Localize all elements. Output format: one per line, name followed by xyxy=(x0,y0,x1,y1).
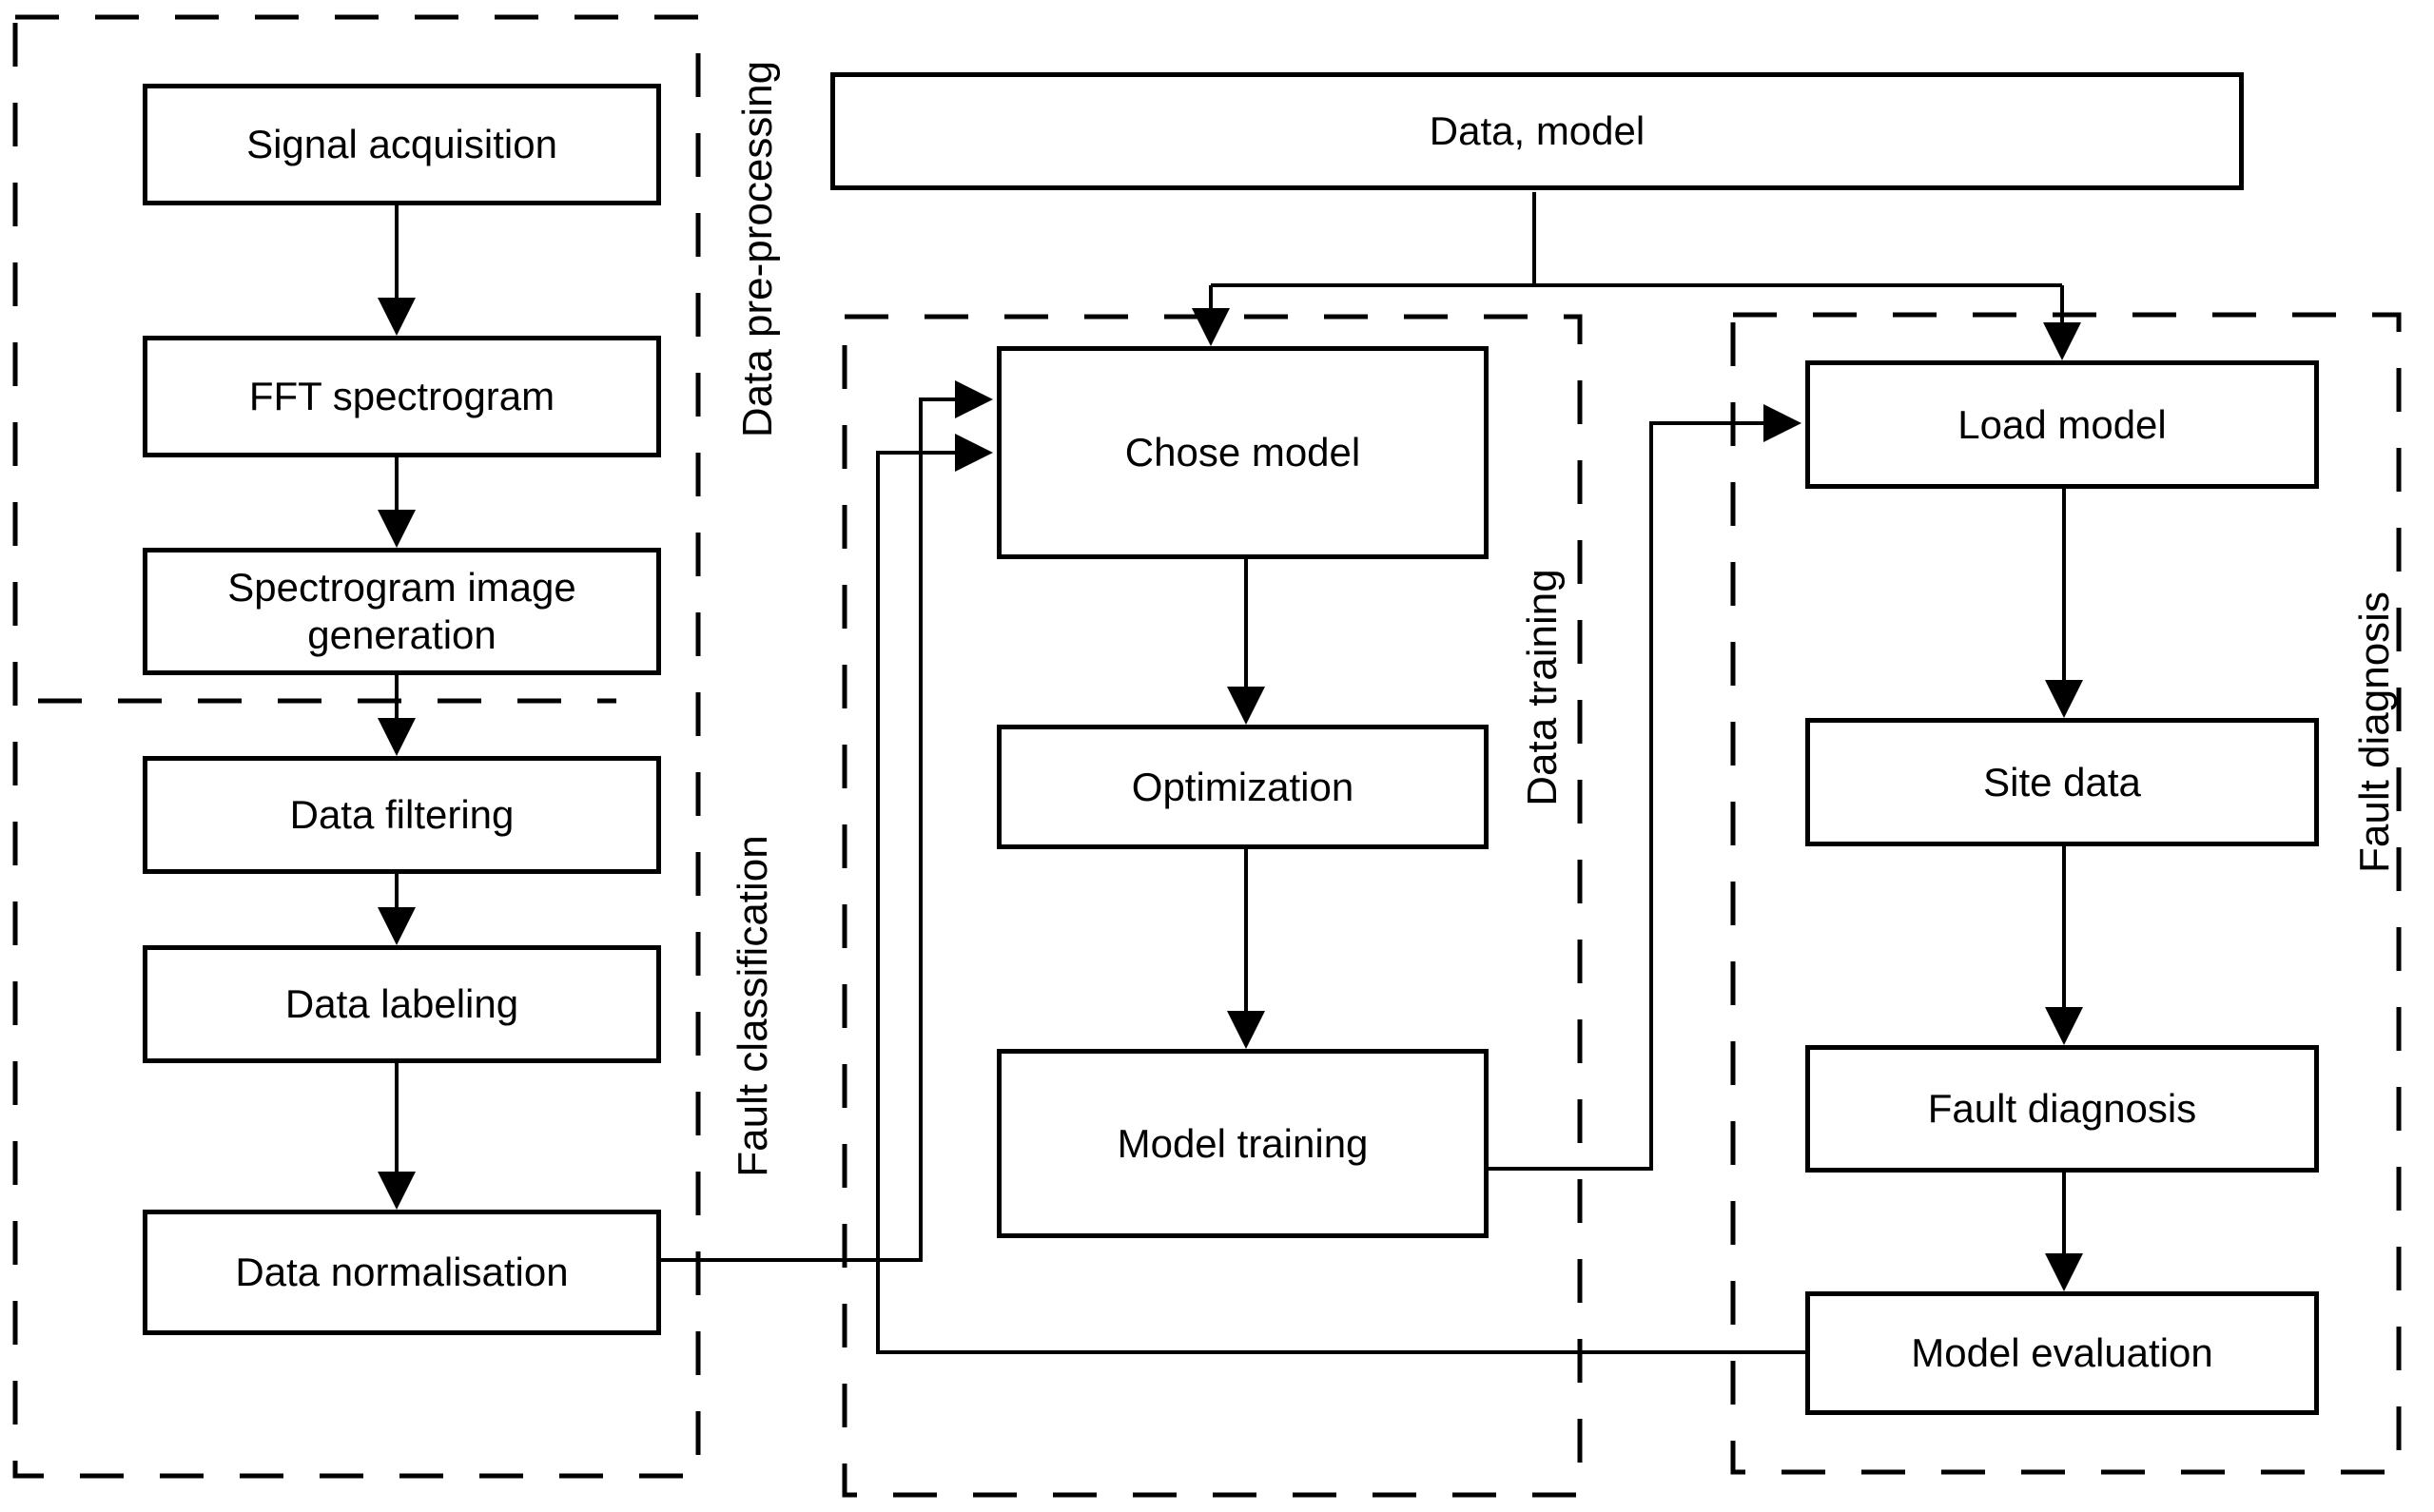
box-fft-spectrogram-label: FFT spectrogram xyxy=(248,374,555,419)
fault-diagnosis-dashed-frame xyxy=(1730,312,2402,1475)
box-data-normalisation-label: Data normalisation xyxy=(235,1250,569,1295)
box-chose-model-label: Chose model xyxy=(1124,430,1361,475)
box-load-model: Load model xyxy=(1805,360,2319,489)
box-load-model-label: Load model xyxy=(1957,401,2167,447)
box-data-labeling: Data labeling xyxy=(143,945,661,1063)
box-fft-spectrogram: FFT spectrogram xyxy=(143,336,661,457)
box-model-evaluation-label: Model evaluation xyxy=(1911,1330,2213,1376)
box-site-data-label: Site data xyxy=(1983,759,2141,804)
box-site-data: Site data xyxy=(1805,718,2319,846)
box-spectrogram-image-generation: Spectrogram image generation xyxy=(143,548,661,675)
box-data-normalisation: Data normalisation xyxy=(143,1210,661,1335)
box-model-training: Model training xyxy=(997,1049,1489,1238)
path-evaluation-to-chose-model xyxy=(876,434,1805,1354)
box-optimization: Optimization xyxy=(997,725,1489,849)
box-model-training-label: Model training xyxy=(1117,1120,1369,1166)
box-data-filtering-label: Data filtering xyxy=(289,792,515,838)
path-normalisation-to-chose-model xyxy=(661,380,993,1262)
path-training-to-load-model xyxy=(1489,404,1801,1171)
data-training-dashed-frame xyxy=(842,314,1583,1498)
box-fault-diagnosis-label: Fault diagnosis xyxy=(1927,1086,2197,1132)
box-optimization-label: Optimization xyxy=(1131,764,1354,809)
box-data-filtering: Data filtering xyxy=(143,756,661,874)
box-spectrogram-image-generation-label: Spectrogram image generation xyxy=(227,565,576,657)
section-label-fault-diagnosis: Fault diagnosis xyxy=(2351,591,2398,873)
box-signal-acquisition: Signal acquisition xyxy=(143,84,661,205)
box-data-model: Data, model xyxy=(830,72,2244,190)
preprocessing-classification-dashed-frame xyxy=(12,14,701,1479)
section-label-fault-classification: Fault classification xyxy=(730,835,776,1177)
box-model-evaluation: Model evaluation xyxy=(1805,1291,2319,1415)
box-data-labeling-label: Data labeling xyxy=(284,981,519,1027)
section-label-data-training: Data training xyxy=(1519,569,1566,806)
box-data-model-label: Data, model xyxy=(1429,108,1645,154)
section-label-data-preprocessing: Data pre-processing xyxy=(734,60,781,438)
box-fault-diagnosis: Fault diagnosis xyxy=(1805,1045,2319,1173)
box-signal-acquisition-label: Signal acquisition xyxy=(246,122,557,167)
box-chose-model: Chose model xyxy=(997,346,1489,559)
